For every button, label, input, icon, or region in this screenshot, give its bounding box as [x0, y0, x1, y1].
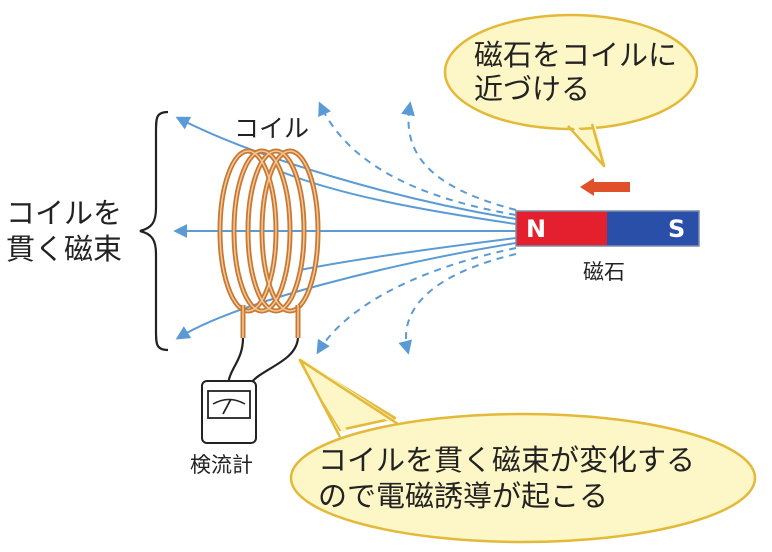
top-bubble-text-line2: 近づける: [474, 72, 591, 106]
galvanometer-label: 検流計: [190, 453, 253, 477]
flux-line-lower-inner: [299, 237, 517, 271]
flux-label-line1: コイルを: [6, 196, 123, 230]
galvanometer-icon: [201, 380, 257, 444]
top-bubble-text-line1: 磁石をコイルに: [474, 38, 678, 72]
flux-line-upper-inner: [281, 171, 517, 225]
flux-line-upper-outer: [175, 116, 517, 220]
left-arrow-icon: [580, 178, 630, 196]
magnet-label: 磁石: [583, 260, 625, 284]
coil-label: コイル: [234, 114, 310, 143]
flux-dashed-3: [316, 247, 517, 355]
curly-brace-icon: [139, 110, 169, 352]
flux-label-line2: 貫く磁束: [6, 232, 123, 266]
flux-lines-solid: [173, 116, 517, 340]
coil: [217, 148, 321, 338]
lead-wires: [226, 337, 300, 385]
flux-lines-dashed: [316, 101, 517, 355]
bottom-speech-bubble: [289, 357, 757, 544]
magnet-south-pole: [607, 211, 699, 246]
magnet-north-label: N: [526, 215, 547, 243]
magnet-south-label: S: [668, 215, 686, 243]
flux-line-lower-outer: [175, 242, 517, 340]
top-speech-bubble: [443, 13, 699, 168]
magnet-north-pole: [516, 211, 607, 246]
flux-dashed-4: [398, 253, 517, 355]
flux-dashed-1: [318, 101, 517, 216]
bar-magnet: [515, 210, 700, 247]
bottom-bubble-text-line2: ので電磁誘導が起こる: [318, 479, 609, 513]
flux-dashed-2: [401, 101, 517, 211]
bottom-bubble-text-line1: コイルを貫く磁束が変化する: [318, 443, 696, 477]
